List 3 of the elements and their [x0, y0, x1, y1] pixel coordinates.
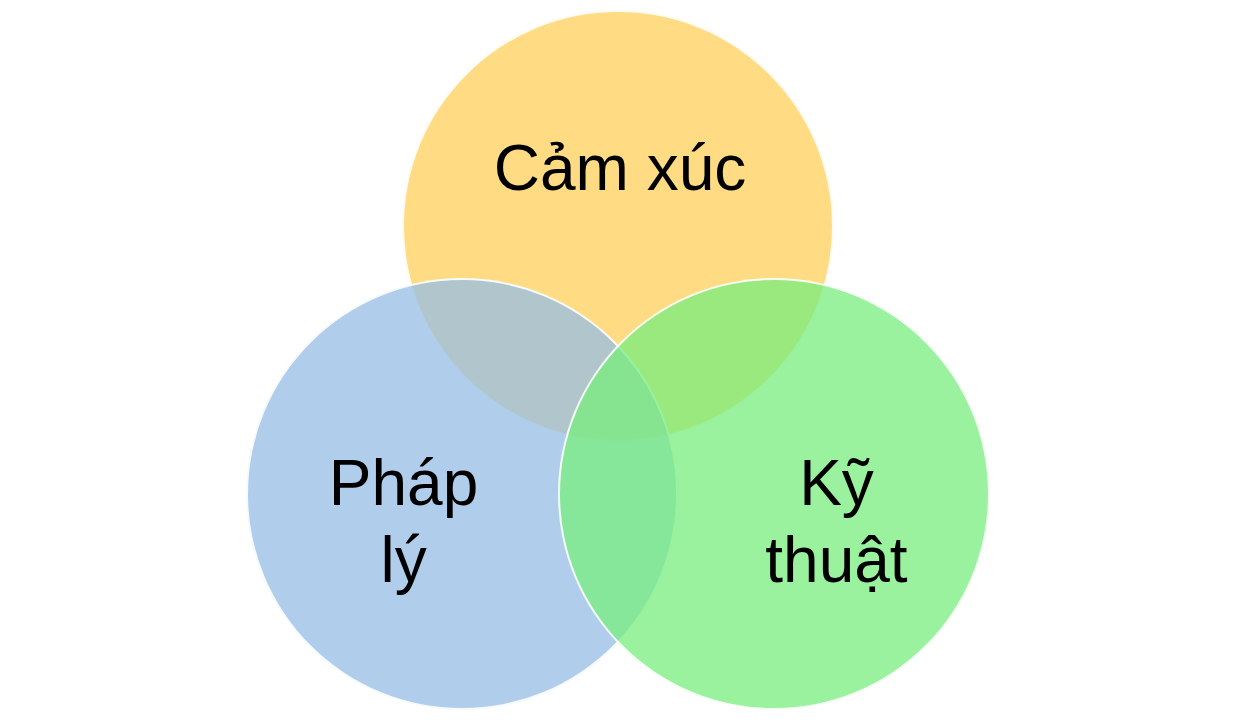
- circle-label: Pháp lý: [327, 446, 480, 598]
- circle-label: Kỹ thuật: [764, 446, 909, 598]
- circle-label: Cảm xúc: [492, 130, 748, 206]
